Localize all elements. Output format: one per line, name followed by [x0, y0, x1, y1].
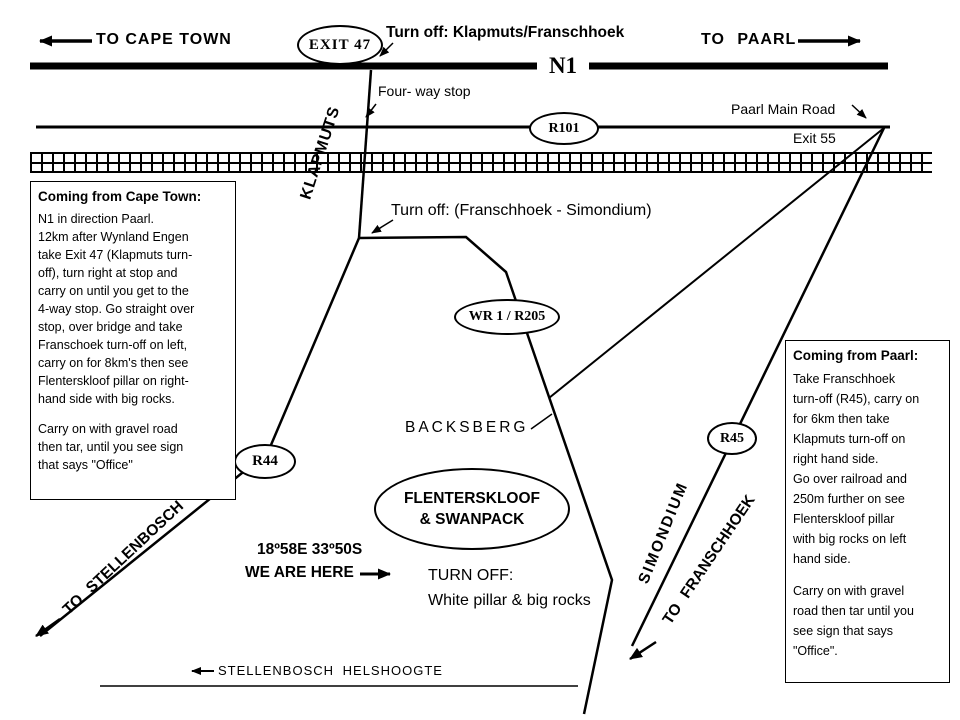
paarl-main-road-label: Paarl Main Road	[731, 101, 836, 117]
paarl-box-body2: Carry on with gravel road then tar until…	[793, 584, 914, 658]
road-simondium-link	[548, 127, 885, 399]
to-paarl-label: TO PAARL	[701, 31, 797, 48]
arrow-to-stellenbosch	[35, 617, 61, 638]
we-are-here-label: WE ARE HERE	[245, 564, 354, 581]
exit-47-badge: EXIT 47	[297, 25, 383, 65]
four-way-stop-label: Four- way stop	[378, 83, 471, 99]
backsberg-pointer-line	[530, 413, 553, 430]
arrow-turnoff-simondium	[371, 219, 394, 234]
coming-from-cape-town-box: Coming from Cape Town: N1 in direction P…	[30, 181, 236, 500]
paarl-box-body1: Take Franschhoek turn-off (R45), carry o…	[793, 372, 920, 566]
to-cape-town-label: TO CAPE TOWN	[96, 31, 232, 48]
cape-town-box-title: Coming from Cape Town:	[38, 189, 202, 204]
coordinates-label: 18º58E 33º50S	[257, 541, 363, 558]
wr1-r205-badge: WR 1 / R205	[454, 299, 560, 335]
turn-off-label: TURN OFF:	[428, 567, 514, 584]
coming-from-paarl-box: Coming from Paarl: Take Franschhoek turn…	[785, 340, 950, 683]
cape-town-box-gap	[38, 408, 230, 420]
r45-badge: R45	[707, 422, 757, 455]
railroad-track	[30, 152, 932, 173]
venue-ellipse: FLENTERSKLOOF & SWANPACK	[374, 468, 570, 550]
turnoff-klapmuts-label: Turn off: Klapmuts/Franschhoek	[386, 24, 625, 41]
venue-name-line2: & SWANPACK	[419, 511, 525, 528]
arrow-four-way-stop	[365, 103, 377, 118]
r101-badge: R101	[529, 112, 599, 145]
cape-town-box-body2: Carry on with gravel road then tar, unti…	[38, 422, 184, 472]
road-franschhoek-simondium	[358, 235, 614, 715]
turnoff-simondium-label: Turn off: (Franschhoek - Simondium)	[391, 202, 652, 219]
cape-town-box-body1: N1 in direction Paarl. 12km after Wynlan…	[38, 212, 195, 406]
stellenbosch-helshoogte-label: STELLENBOSCH HELSHOOGTE	[218, 663, 443, 678]
arrow-to-franschhoek	[629, 640, 657, 661]
n1-shield: N1	[537, 50, 589, 81]
paarl-box-gap	[793, 569, 944, 581]
white-pillar-label: White pillar & big rocks	[428, 592, 591, 609]
exit-55-label: Exit 55	[793, 130, 836, 146]
paarl-box-title: Coming from Paarl:	[793, 348, 919, 363]
arrow-paarl-main-road	[851, 104, 867, 119]
arrow-turnoff-klapmuts	[379, 42, 394, 57]
venue-name-line1: FLENTERSKLOOF	[403, 490, 541, 507]
backsberg-label: BACKSBERG	[405, 419, 529, 436]
r44-badge: R44	[234, 444, 296, 479]
road-r45-franschhoek	[630, 127, 886, 647]
